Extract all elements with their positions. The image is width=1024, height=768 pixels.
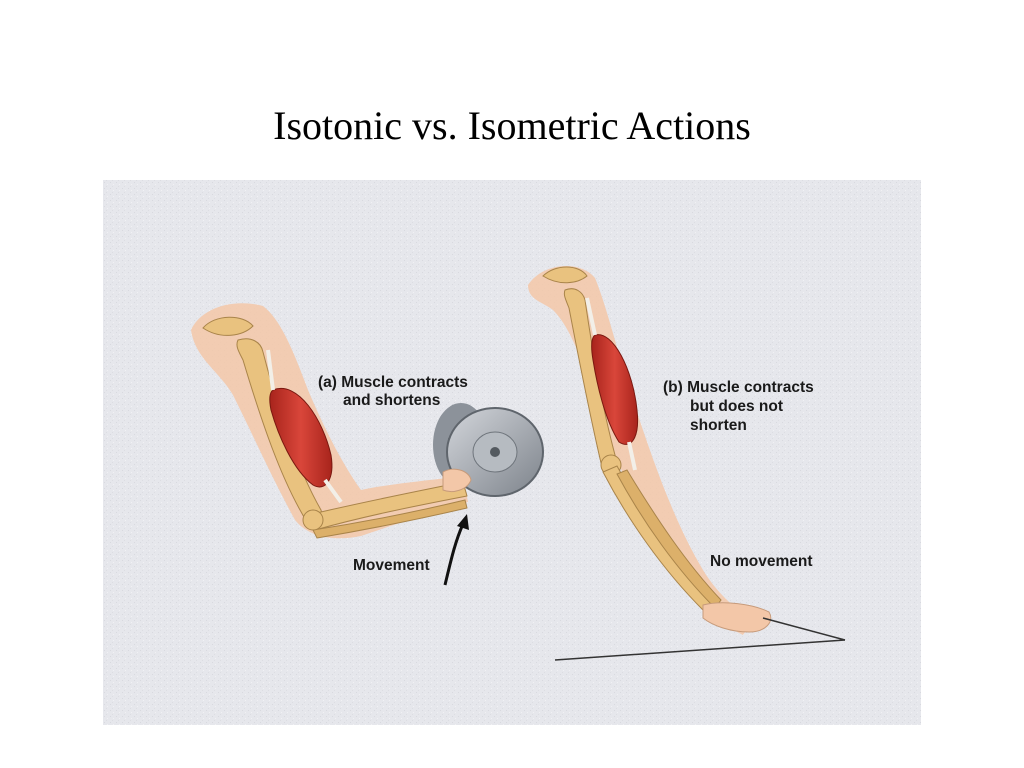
panel-a-tendon — [266, 349, 343, 504]
panel-a-shoulder-bone — [202, 316, 254, 336]
panel-a-caption-line2: and shortens — [343, 392, 440, 409]
panel-a-hand — [442, 468, 472, 493]
muscle-action-figure: (a) Muscle contracts and shortens Moveme… — [103, 180, 921, 725]
panel-b-shoulder-bone — [542, 266, 588, 284]
panel-b-arm — [528, 265, 772, 635]
panel-a-movement-label: Movement — [353, 557, 430, 574]
panel-b-caption-line2: but does not — [690, 398, 783, 415]
panel-a-biceps — [269, 387, 333, 488]
fixed-rope — [554, 639, 846, 661]
slide-title: Isotonic vs. Isometric Actions — [273, 103, 751, 148]
panel-b-biceps — [591, 334, 639, 445]
panel-b-movement-label: No movement — [710, 553, 813, 570]
panel-b-tendon — [585, 297, 637, 471]
panel-b-hand — [702, 602, 772, 633]
panel-a-forearm — [307, 481, 468, 531]
panel-b-caption-line1: (b) Muscle contracts — [663, 379, 814, 396]
dumbbell — [433, 403, 544, 497]
movement-arrow — [443, 523, 465, 586]
panel-a-arm — [191, 303, 468, 539]
panel-a-caption-line1: (a) Muscle contracts — [318, 374, 468, 391]
panel-b-caption-line3: shorten — [690, 417, 747, 434]
